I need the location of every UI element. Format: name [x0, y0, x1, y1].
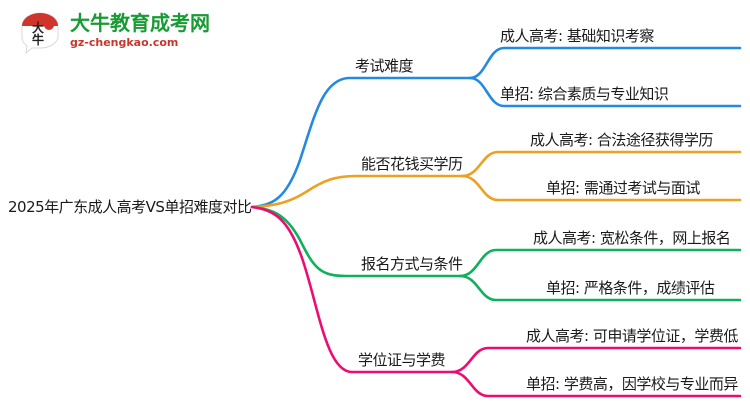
- leaf-label-2-2[interactable]: 单招: 需通过考试与面试: [546, 179, 700, 197]
- mindmap-root-label[interactable]: 2025年广东成人高考VS单招难度对比: [8, 198, 252, 216]
- svg-text:牛: 牛: [32, 32, 44, 47]
- site-logo: 大 牛 大牛教育成考网 gz-chengkao.com: [18, 8, 248, 60]
- logo-subtitle: gz-chengkao.com: [70, 36, 179, 49]
- logo-title: 大牛教育成考网: [70, 11, 210, 35]
- branch-connector-1: [250, 46, 742, 209]
- logo-text-block: 大牛教育成考网 gz-chengkao.com: [70, 12, 210, 50]
- branch-label-2[interactable]: 能否花钱买学历: [361, 155, 463, 173]
- leaf-label-3-1[interactable]: 成人高考: 宽松条件，网上报名: [533, 229, 731, 247]
- branch-connector-4: [250, 205, 742, 398]
- leaf-label-2-1[interactable]: 成人高考: 合法途径获得学历: [530, 131, 713, 149]
- leaf-label-1-1[interactable]: 成人高考: 基础知识考察: [500, 27, 654, 45]
- branch-label-3[interactable]: 报名方式与条件: [361, 255, 463, 273]
- logo-mark-icon: 大 牛: [21, 12, 59, 54]
- branch-label-4[interactable]: 学位证与学费: [358, 351, 446, 369]
- branch-connector-2: [250, 150, 742, 209]
- leaf-label-4-2[interactable]: 单招: 学费高，因学校与专业而异: [526, 375, 738, 393]
- leaf-label-3-2[interactable]: 单招: 严格条件，成绩评估: [546, 279, 715, 297]
- leaf-label-4-1[interactable]: 成人高考: 可申请学位证，学费低: [526, 327, 738, 345]
- leaf-label-1-2[interactable]: 单招: 综合素质与专业知识: [500, 85, 669, 103]
- branch-label-1[interactable]: 考试难度: [355, 57, 414, 75]
- svg-text:大: 大: [32, 20, 44, 35]
